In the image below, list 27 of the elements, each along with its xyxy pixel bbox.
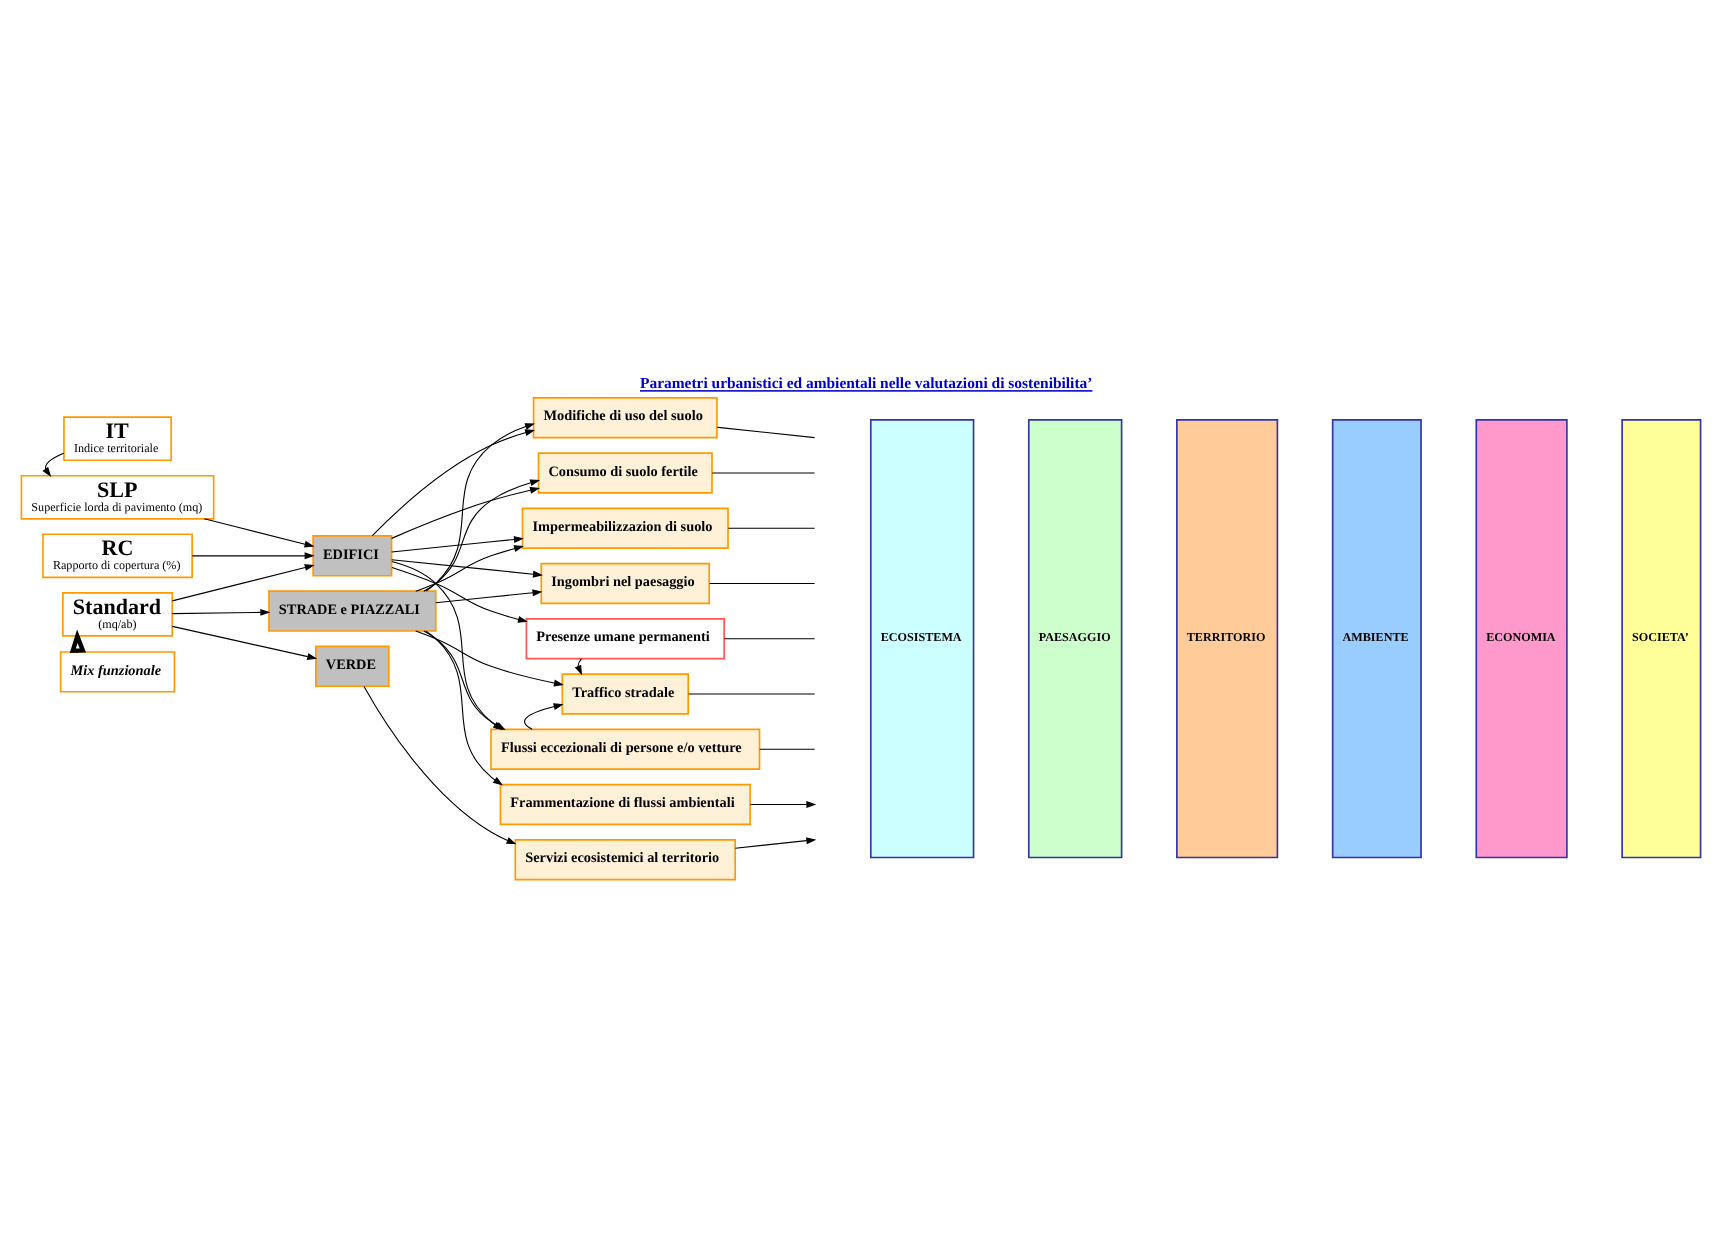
arrow	[371, 428, 536, 536]
arrow	[415, 629, 564, 686]
arrow	[391, 566, 528, 622]
connector	[723, 637, 816, 639]
arrow	[749, 799, 817, 807]
arrow	[391, 535, 524, 552]
arrow	[435, 588, 543, 603]
diagram-title: Parametri urbanistici ed ambientali nelle valutazioni di sostenibilita’	[640, 373, 1093, 392]
arrow	[734, 836, 817, 848]
arrow	[363, 684, 517, 844]
connector	[727, 526, 816, 528]
arrow	[391, 485, 540, 538]
arrow	[524, 702, 564, 729]
arrow	[42, 451, 65, 476]
arrow	[425, 422, 535, 591]
arrow	[191, 551, 315, 559]
arrow	[171, 607, 271, 615]
arrow	[391, 558, 543, 577]
arrow	[423, 478, 541, 591]
arrow	[203, 517, 315, 547]
arrow	[574, 657, 583, 675]
connector	[716, 425, 816, 438]
arrow	[171, 563, 315, 601]
arrow	[415, 544, 524, 591]
connector	[709, 581, 816, 583]
arrow	[171, 624, 318, 659]
connector	[759, 747, 816, 749]
